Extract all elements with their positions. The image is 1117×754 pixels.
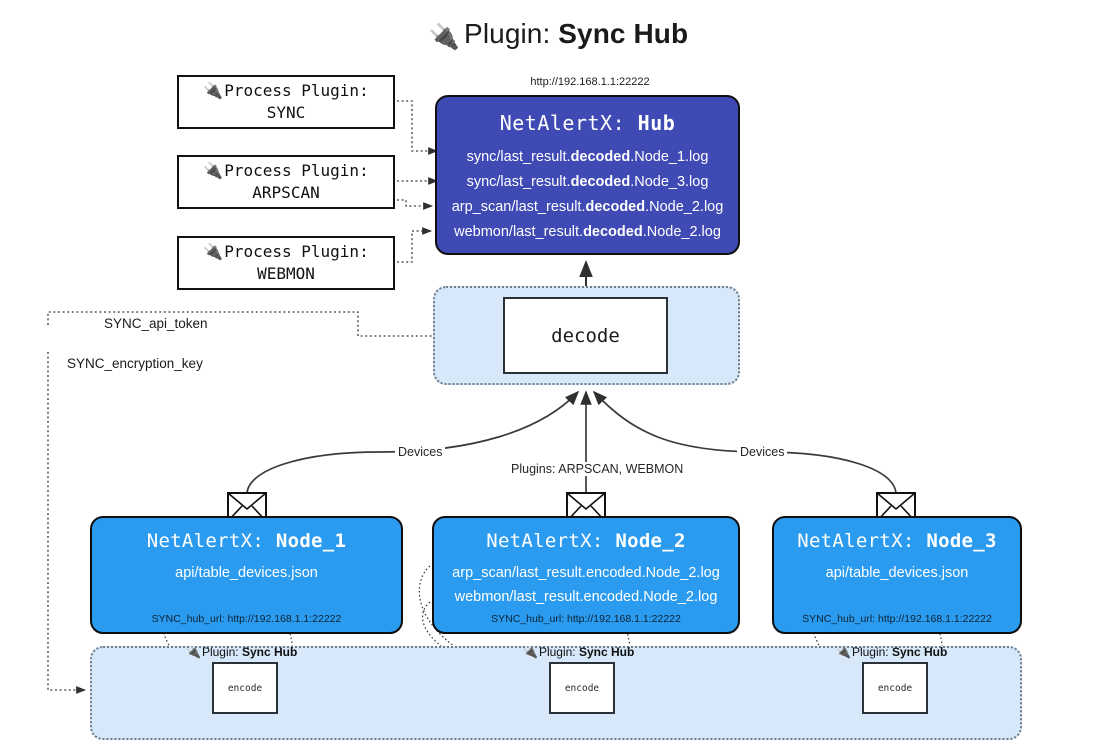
node-title: NetAlertX: Node_1	[92, 530, 401, 552]
process-plugin-line1: 🔌Process Plugin:	[203, 242, 369, 262]
hub-log-item: sync/last_result.decoded.Node_1.log	[437, 145, 738, 170]
node-footer-hub-url: SYNC_hub_url: http://192.168.1.1:22222	[491, 613, 681, 625]
log-prefix: sync/last_result.	[466, 149, 571, 165]
hub-node[interactable]: NetAlertX: Hub sync/last_result.decoded.…	[435, 95, 740, 255]
process-plugin-line2: SYNC	[266, 103, 306, 122]
node-line: webmon/last_result.encoded.Node_2.log	[454, 589, 718, 606]
hub-title-lead: NetAlertX:	[499, 111, 638, 135]
log-emphasis: decoded	[570, 173, 631, 190]
hub-url-label: http://192.168.1.1:22222	[530, 76, 650, 88]
edge-label-devices-right: Devices	[737, 445, 788, 459]
plug-icon: 🔌	[186, 645, 201, 659]
node-title: NetAlertX: Node_2	[434, 530, 738, 552]
log-prefix: arp_scan/last_result.	[451, 198, 586, 215]
node-line-list: api/table_devices.json	[774, 561, 1020, 585]
edge-label-plugins-center: Plugins: ARPSCAN, WEBMON	[508, 462, 687, 476]
process-plugin-line2: WEBMON	[257, 264, 315, 283]
node-line-list: api/table_devices.json	[92, 561, 401, 585]
encode-box-node-3[interactable]: encode	[862, 662, 928, 714]
plug-icon: 🔌	[523, 645, 538, 659]
edge-label-devices-left: Devices	[395, 445, 446, 459]
hub-log-item: arp_scan/last_result.decoded.Node_2.log	[437, 195, 738, 220]
node-line: arp_scan/last_result.encoded.Node_2.log	[452, 565, 720, 581]
encoder-caption-node-2: 🔌Plugin: Sync Hub	[523, 645, 635, 659]
log-prefix: sync/last_result.	[466, 173, 571, 190]
log-suffix: .Node_2.log	[642, 223, 721, 240]
node-footer-hub-url: SYNC_hub_url: http://192.168.1.1:22222	[151, 613, 342, 625]
log-emphasis: decoded	[585, 198, 646, 215]
plug-icon: 🔌	[836, 645, 851, 659]
node-title-strong: Node_2	[615, 530, 686, 552]
node-title-lead: NetAlertX:	[797, 530, 927, 552]
node-title-strong: Node_3	[926, 530, 997, 552]
log-suffix: .Node_1.log	[630, 149, 709, 165]
encoder-caption-node-1: 🔌Plugin: Sync Hub	[186, 645, 298, 659]
process-plugin-line2: ARPSCAN	[252, 183, 320, 202]
node-title: NetAlertX: Node_3	[774, 530, 1020, 552]
page-title-strong: Sync Hub	[558, 18, 689, 49]
log-suffix: .Node_2.log	[645, 198, 724, 215]
process-plugin-arpscan[interactable]: 🔌Process Plugin: ARPSCAN	[177, 155, 395, 209]
node-1[interactable]: NetAlertX: Node_1 api/table_devices.json…	[90, 516, 403, 634]
node-3[interactable]: NetAlertX: Node_3 api/table_devices.json…	[772, 516, 1022, 634]
secret-label-api-token: SYNC_api_token	[100, 316, 212, 331]
decode-box[interactable]: decode	[503, 297, 668, 374]
page-title: 🔌Plugin: Sync Hub	[0, 18, 1117, 52]
node-line: api/table_devices.json	[175, 565, 318, 581]
log-emphasis: decoded	[583, 223, 643, 240]
hub-title-strong: Hub	[637, 111, 676, 135]
plug-icon: 🔌	[203, 161, 224, 181]
process-plugin-line1: 🔌Process Plugin:	[203, 81, 369, 101]
node-line-list: arp_scan/last_result.encoded.Node_2.log …	[434, 561, 738, 610]
node-2[interactable]: NetAlertX: Node_2 arp_scan/last_result.e…	[432, 516, 740, 634]
node-title-lead: NetAlertX:	[146, 530, 276, 552]
plug-icon: 🔌	[203, 81, 224, 101]
log-suffix: .Node_3.log	[630, 173, 709, 190]
plug-icon: 🔌	[203, 242, 224, 262]
node-line: api/table_devices.json	[825, 565, 969, 581]
encode-box-node-2[interactable]: encode	[549, 662, 615, 714]
encoder-caption-node-3: 🔌Plugin: Sync Hub	[836, 645, 948, 659]
process-plugin-sync[interactable]: 🔌Process Plugin: SYNC	[177, 75, 395, 129]
hub-log-list: sync/last_result.decoded.Node_1.log sync…	[437, 145, 738, 245]
log-emphasis: decoded	[570, 149, 631, 165]
plug-icon: 🔌	[428, 23, 461, 51]
node-title-strong: Node_1	[275, 530, 347, 552]
log-prefix: webmon/last_result.	[454, 223, 584, 240]
secret-label-encryption-key: SYNC_encryption_key	[63, 356, 207, 371]
encode-box-node-1[interactable]: encode	[212, 662, 278, 714]
node-title-lead: NetAlertX:	[486, 530, 616, 552]
process-plugin-line1: 🔌Process Plugin:	[203, 161, 369, 181]
process-plugin-webmon[interactable]: 🔌Process Plugin: WEBMON	[177, 236, 395, 290]
hub-log-item: webmon/last_result.decoded.Node_2.log	[437, 220, 738, 245]
page-title-lead: Plugin:	[464, 18, 559, 49]
hub-log-item: sync/last_result.decoded.Node_3.log	[437, 170, 738, 195]
node-footer-hub-url: SYNC_hub_url: http://192.168.1.1:22222	[802, 613, 992, 625]
hub-title: NetAlertX: Hub	[437, 111, 738, 135]
